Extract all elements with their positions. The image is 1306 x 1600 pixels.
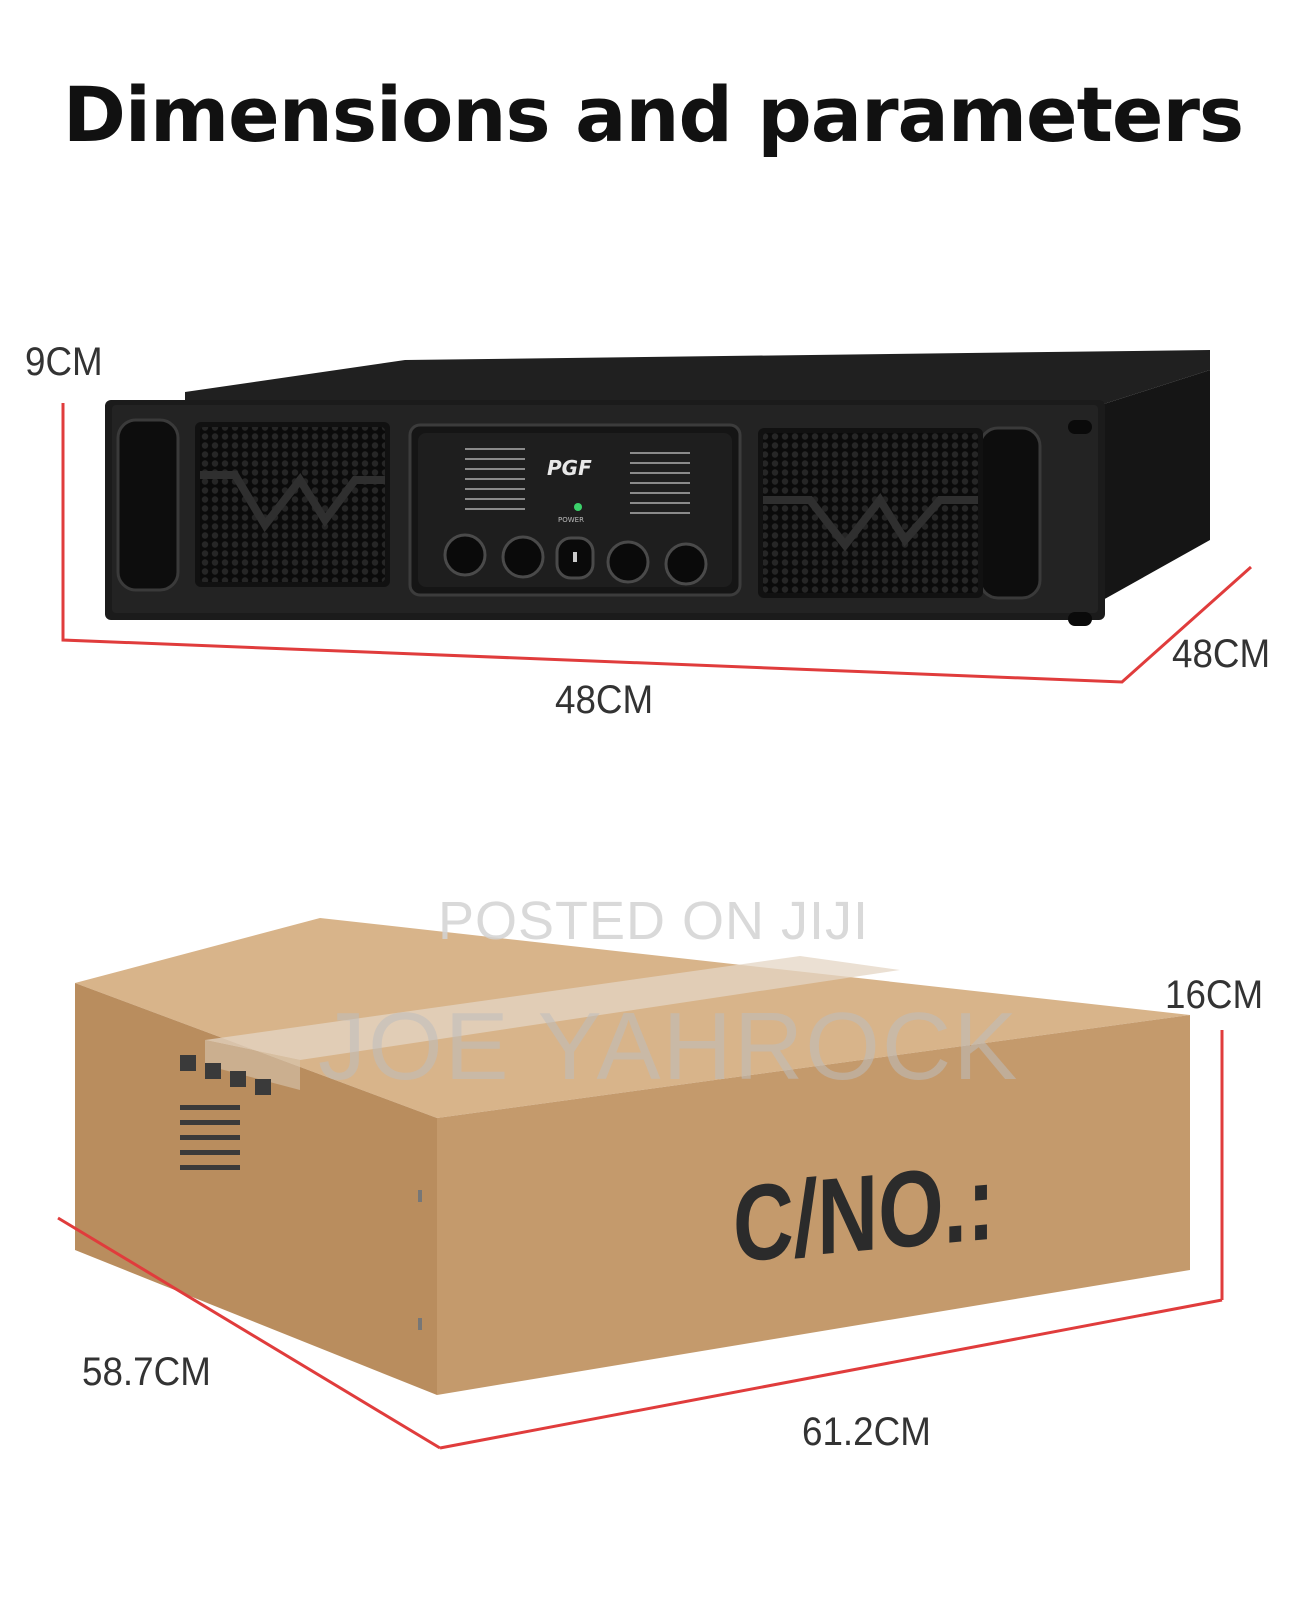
amplifier-width-label: 48CM: [555, 678, 654, 722]
box-depth-label: 58.7CM: [82, 1350, 211, 1394]
amplifier-depth-label: 48CM: [1172, 632, 1271, 676]
watermark-line-2: JOE YAHROCK: [318, 993, 1020, 1100]
shipping-box-image: [75, 918, 1190, 1395]
box-marking: C/NO.:: [733, 1140, 996, 1285]
page-title: Dimensions and parameters: [62, 70, 1244, 159]
amplifier-dimension-lines: [61, 403, 1252, 684]
box-height-label: 16CM: [1165, 973, 1264, 1017]
amplifier-image: [105, 350, 1210, 626]
power-label: POWER: [558, 516, 584, 524]
box-width-label: 61.2CM: [802, 1410, 931, 1454]
watermark-line-1: POSTED ON JIJI: [438, 891, 870, 951]
amplifier-height-label: 9CM: [25, 340, 103, 384]
brand-logo: PGF: [547, 456, 592, 480]
box-dimension-lines: [57, 1030, 1224, 1450]
